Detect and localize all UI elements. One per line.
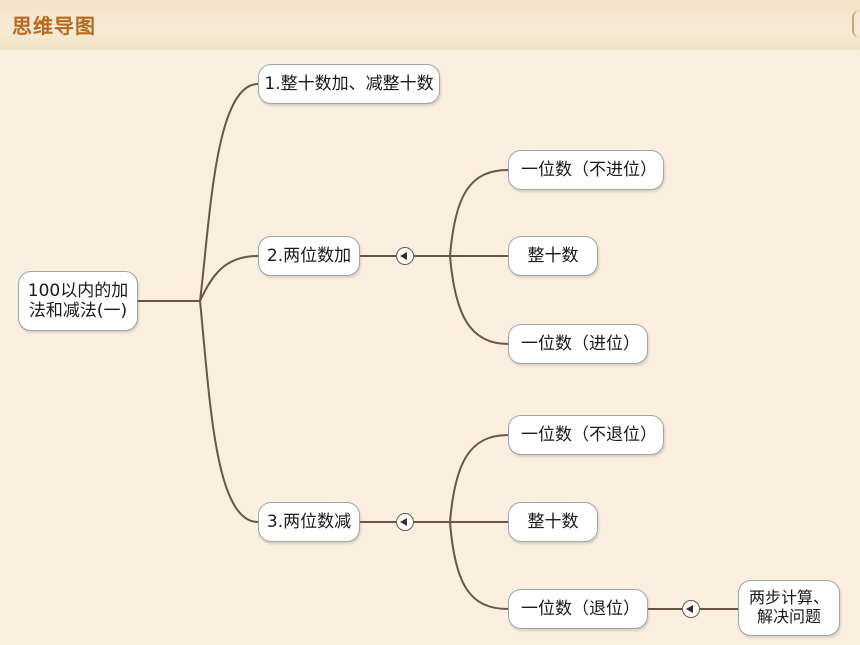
branch2-child-tens[interactable]: 整十数 <box>508 236 598 276</box>
connector-root-branch3 <box>199 300 259 523</box>
header-bar: 思维导图 <box>0 0 860 50</box>
connector-root-branch1 <box>199 83 259 302</box>
branch3-child-tens[interactable]: 整十数 <box>508 502 598 542</box>
collapse-toggle-branch2[interactable] <box>396 247 414 265</box>
connector-root-branch2 <box>199 255 259 302</box>
header-edge-decoration <box>852 10 860 38</box>
connector-branch3-child3 <box>449 521 509 610</box>
connector-branch2-child3 <box>449 255 509 345</box>
connector-branch2-child1 <box>449 169 509 257</box>
root-node[interactable]: 100以内的加 法和减法(一) <box>18 271 138 331</box>
branch1-node[interactable]: 1.整十数加、减整十数 <box>258 64 440 104</box>
collapse-toggle-branch3[interactable] <box>396 513 414 531</box>
collapse-toggle-grandchild[interactable] <box>682 600 700 618</box>
branch2-child-no-carry[interactable]: 一位数（不进位） <box>508 150 664 190</box>
connector-branch3-child1 <box>449 434 509 523</box>
branch3-child-no-borrow[interactable]: 一位数（不退位） <box>508 415 664 455</box>
branch2-child-carry[interactable]: 一位数（进位） <box>508 324 648 364</box>
branch3-node[interactable]: 3.两位数减 <box>258 502 360 542</box>
branch2-node[interactable]: 2.两位数加 <box>258 236 360 276</box>
page-title: 思维导图 <box>12 14 96 38</box>
grandchild-node[interactable]: 两步计算、 解决问题 <box>738 580 840 636</box>
branch3-child-borrow[interactable]: 一位数（退位） <box>508 589 648 629</box>
